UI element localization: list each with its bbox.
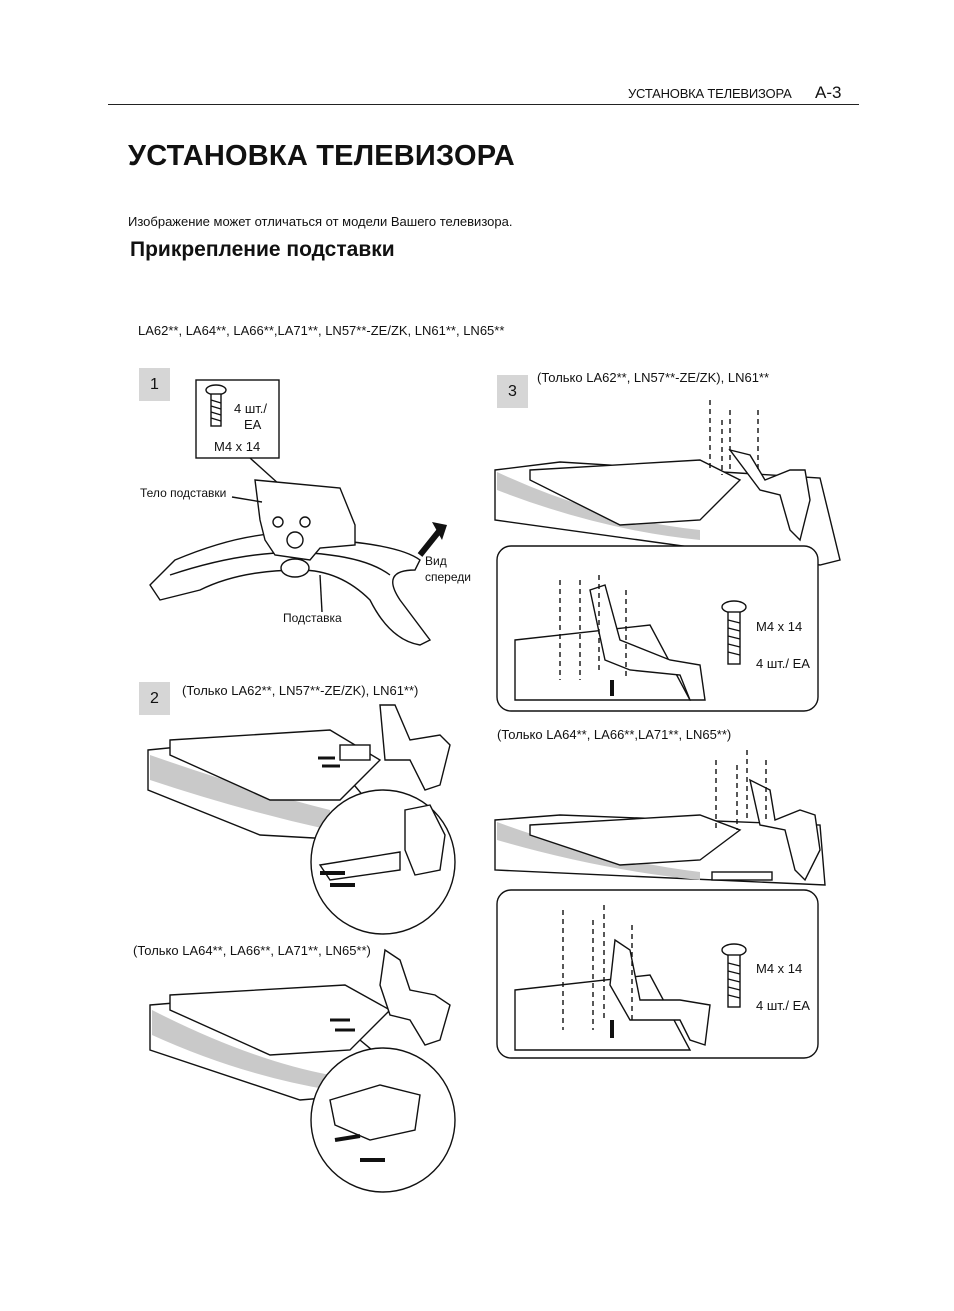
screw-icon <box>721 943 747 1008</box>
step-1-badge: 1 <box>139 368 170 401</box>
image-note: Изображение может отличаться от модели В… <box>128 214 513 229</box>
step-2-caption-b: (Только LA64**, LA66**, LA71**, LN65**) <box>133 943 371 958</box>
step-3-screw-size-b: M4 x 14 <box>756 961 803 976</box>
screw-quantity: 4 шт./ <box>234 401 268 416</box>
step-3-badge: 3 <box>497 375 528 408</box>
step-3-screw-qty-b: 4 шт./ EA <box>756 998 810 1013</box>
screw-icon <box>205 384 227 427</box>
screw-quantity-unit: EA <box>244 417 262 432</box>
header-divider <box>108 104 859 105</box>
step-2-caption-a: (Только LA62**, LN57**-ZE/ZK), LN61**) <box>182 683 419 698</box>
label-stand-body: Тело подставки <box>140 486 227 500</box>
screw-icon <box>721 600 747 665</box>
page-title: УСТАНОВКА ТЕЛЕВИЗОРА <box>128 140 515 172</box>
step-3-caption-b: (Только LA64**, LA66**,LA71**, LN65**) <box>497 727 732 742</box>
model-list: LA62**, LA64**, LA66**,LA71**, LN57**-ZE… <box>138 323 505 338</box>
page-number: A-3 <box>815 83 842 102</box>
step-3-caption-a: (Только LA62**, LN57**-ZE/ZK), LN61** <box>537 370 770 385</box>
step-3-screw-size-a: M4 x 14 <box>756 619 803 634</box>
screw-size: M4 x 14 <box>214 439 261 454</box>
label-stand: Подставка <box>283 611 342 625</box>
step-3-screw-qty-a: 4 шт./ EA <box>756 656 810 671</box>
label-front-view-1: Вид <box>425 554 447 568</box>
header-section-title: УСТАНОВКА ТЕЛЕВИЗОРА <box>628 86 792 101</box>
label-front-view-2: спереди <box>425 570 471 584</box>
section-subtitle: Прикрепление подставки <box>130 238 395 261</box>
step-2-badge: 2 <box>139 682 170 715</box>
